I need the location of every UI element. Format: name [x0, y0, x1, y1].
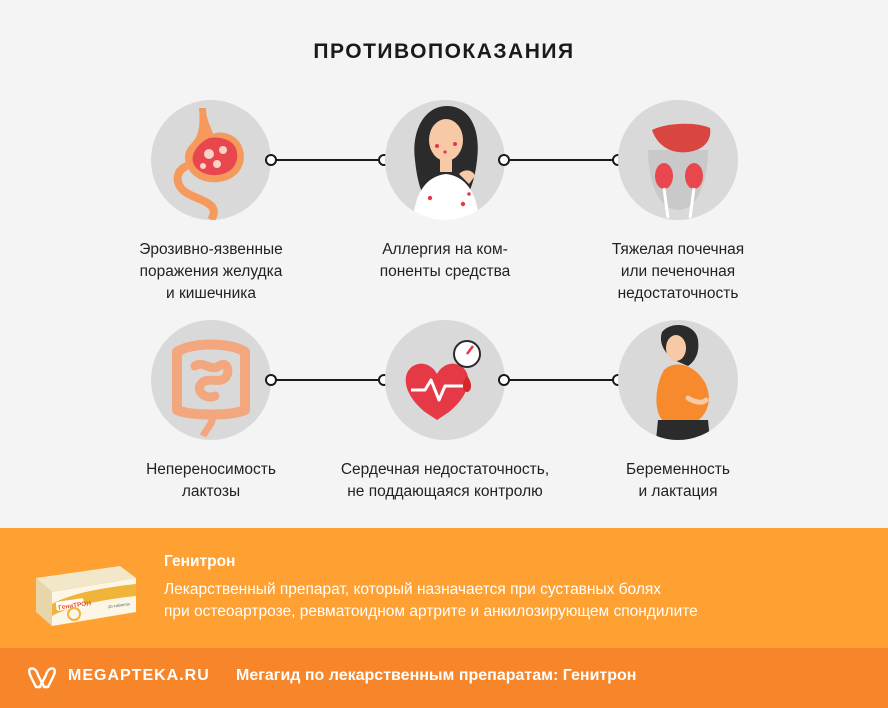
- megapteka-logo-icon[interactable]: [28, 665, 56, 689]
- heart-pressure-icon: [385, 320, 505, 440]
- caption-intestine: Непереносимость лактозы: [91, 459, 331, 503]
- caption-allergy: Аллергия на ком- поненты средства: [325, 239, 565, 283]
- product-description: Лекарственный препарат, который назначае…: [164, 579, 864, 623]
- caption-line: лактозы: [181, 483, 241, 500]
- connector-line: [504, 159, 618, 161]
- caption-line: и кишечника: [166, 285, 256, 302]
- connector-line: [270, 379, 385, 381]
- footer-bar: [0, 648, 888, 708]
- product-pack-image: ГениТРОН 20 таблеток: [30, 548, 142, 630]
- caption-line: не поддающаяся контролю: [347, 483, 543, 500]
- caption-stomach: Эрозивно-язвенные поражения желудка и ки…: [91, 239, 331, 305]
- caption-heart: Сердечная недостаточность, не поддающаяс…: [315, 459, 575, 503]
- connector-dot: [498, 154, 510, 166]
- caption-line: и лактация: [638, 483, 718, 500]
- caption-line: Сердечная недостаточность,: [340, 461, 550, 478]
- caption-line: Эрозивно-язвенные: [139, 241, 283, 258]
- liver-kidney-icon: [618, 100, 738, 220]
- allergy-woman-icon: [385, 100, 505, 220]
- caption-line: или печеночная: [620, 263, 736, 280]
- contraindications-panel: ПРОТИВОПОКАЗАНИЯ: [91, 40, 798, 503]
- caption-line: Беременность: [626, 461, 730, 478]
- intestine-icon: [151, 320, 271, 440]
- caption-line: поненты средства: [379, 263, 511, 280]
- connector-dot: [498, 374, 510, 386]
- caption-line: Аллергия на ком-: [382, 241, 508, 258]
- product-name: Генитрон: [164, 553, 236, 570]
- caption-line: Непереносимость: [146, 461, 276, 478]
- caption-pregnancy: Беременность и лактация: [558, 459, 798, 503]
- caption-line: недостаточность: [617, 285, 739, 302]
- footer-caption: Мегагид по лекарственным препаратам: Ген…: [236, 667, 637, 684]
- connector-line: [504, 379, 618, 381]
- caption-liver-kidney: Тяжелая почечная или печеночная недостат…: [558, 239, 798, 305]
- product-band: [0, 528, 888, 648]
- pack-label: ГениТРОН: [58, 600, 92, 612]
- description-line: Лекарственный препарат, который назначае…: [164, 581, 662, 598]
- description-line: при остеоартрозе, ревматоидном артрите и…: [164, 603, 698, 620]
- connector-dot: [265, 154, 277, 166]
- connector-dot: [265, 374, 277, 386]
- caption-line: поражения желудка: [139, 263, 283, 280]
- megapteka-logo-text[interactable]: MEGAPTEKA.RU: [68, 667, 210, 684]
- caption-line: Тяжелая почечная: [611, 241, 745, 258]
- pregnant-woman-icon: [618, 320, 738, 440]
- page-title: ПРОТИВОПОКАЗАНИЯ: [313, 40, 575, 63]
- connector-line: [270, 159, 385, 161]
- stomach-icon: [151, 100, 271, 220]
- pack-count: 20 таблеток: [108, 601, 131, 609]
